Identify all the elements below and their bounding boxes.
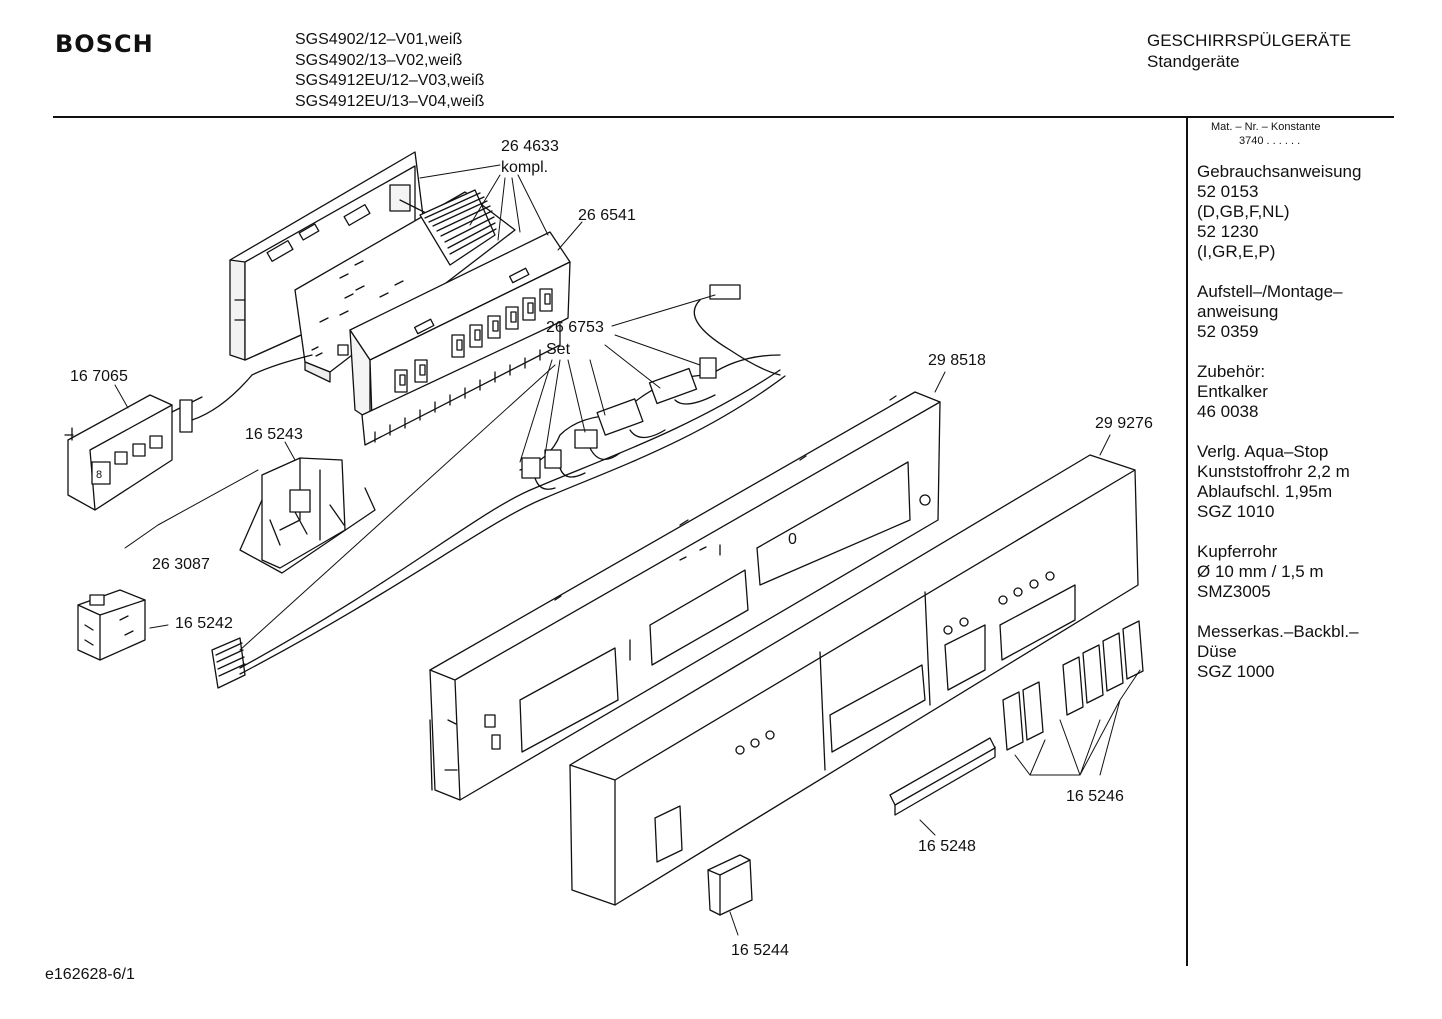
part-labels: 26 4633 kompl. 26 6541 26 6753 Set 16 70… [70,138,1153,959]
info-group-copper: Kupferrohr Ø 10 mm / 1,5 m SMZ3005 [1197,542,1361,602]
header-divider [53,116,1394,118]
info-group-nozzle: Messerkas.–Backbl.– Düse SGZ 1000 [1197,622,1361,682]
info-line: Ablaufschl. 1,95m [1197,482,1333,501]
info-line: Kunststoffrohr 2,2 m [1197,462,1350,481]
matnr-value: 3740 . . . . . . [1239,135,1301,147]
info-group-manual: Gebrauchsanweisung 52 0153 (D,GB,F,NL) 5… [1197,162,1361,262]
part-label-264633: 26 4633 [501,138,559,155]
category-subtitle: Standgeräte [1147,52,1240,71]
info-line: Messerkas.–Backbl.– [1197,622,1359,641]
info-line: 52 0359 [1197,322,1259,341]
switch-module [349,231,571,446]
control-pcb [294,189,516,383]
info-line: Entkalker [1197,382,1268,401]
relay-component [77,589,146,661]
info-group-installation: Aufstell–/Montage– anweisung 52 0359 [1197,282,1361,342]
info-line: Aufstell–/Montage– [1197,282,1343,301]
brand-logo: BOSCH [55,30,154,58]
info-line: (I,GR,E,P) [1197,242,1276,261]
rear-housing-bracket [229,151,441,361]
part-label-165246: 16 5246 [1066,788,1124,805]
info-line: Düse [1197,642,1237,661]
info-line: anweisung [1197,302,1279,321]
button-set [1002,620,1144,751]
info-line: SMZ3005 [1197,582,1271,601]
category-title: GESCHIRRSPÜLGERÄTE [1147,31,1352,50]
inner-panel-frame: 0 [429,391,941,801]
cable-harness [239,284,786,675]
display-module: 8 [64,354,313,511]
info-group-aquastop: Verlg. Aqua–Stop Kunststoffrohr 2,2 m Ab… [1197,442,1361,522]
model-list: SGS4902/12–V01,weiß SGS4902/13–V02,weiß … [295,30,484,112]
info-line: Verlg. Aqua–Stop [1197,442,1329,461]
model-line: SGS4912EU/12–V03,weiß [295,72,485,89]
category-block: GESCHIRRSPÜLGERÄTE Standgeräte [1147,30,1351,72]
leader-lines [114,164,1141,936]
info-line: Kupferrohr [1197,542,1278,561]
info-line: Zubehör: [1197,362,1266,381]
info-group-accessory: Zubehör: Entkalker 46 0038 [1197,362,1361,422]
exploded-diagram: 8 [64,138,1153,959]
model-line: SGS4902/13–V02,weiß [295,51,463,69]
info-line: 52 1230 [1197,222,1259,241]
part-label-165244: 16 5244 [731,942,789,959]
panel-mark: 0 [788,531,797,548]
part-label-167065: 16 7065 [70,368,128,385]
info-line: 46 0038 [1197,402,1259,421]
outer-fascia [569,454,1139,906]
model-line: SGS4912EU/13–V04,weiß [295,92,485,110]
part-label-165243: 16 5243 [245,426,303,443]
cover-cap [707,854,753,916]
model-line: SGS4902/12–V01,weiß [295,31,463,48]
part-label-263087: 26 3087 [152,556,210,573]
info-line: Ø 10 mm / 1,5 m [1197,562,1324,581]
sidebar-info: Gebrauchsanweisung 52 0153 (D,GB,F,NL) 5… [1197,162,1361,702]
svg-text:8: 8 [96,469,102,481]
info-line: 52 0153 [1197,182,1259,201]
material-number: Mat. – Nr. – Konstante 3740 . . . . . . [1211,120,1320,148]
part-label-298518: 29 8518 [928,352,986,369]
info-line: Gebrauchsanweisung [1197,162,1362,181]
part-label-266753: 26 6753 [546,319,604,336]
info-line: SGZ 1000 [1197,662,1275,681]
part-label-165242: 16 5242 [175,615,233,632]
part-label-165248: 16 5248 [918,838,976,855]
part-label-266541: 26 6541 [578,207,636,224]
matnr-label: Mat. – Nr. – Konstante [1211,121,1321,133]
connector-end [211,637,246,689]
light-strip [889,737,996,816]
part-label-266753-note: Set [546,341,571,358]
sidebar-divider [1186,118,1188,966]
mounting-bracket [239,457,376,574]
part-label-264633-note: kompl. [501,159,548,176]
document-reference: e162628-6/1 [45,966,135,983]
info-line: (D,GB,F,NL) [1197,202,1290,221]
part-label-299276: 29 9276 [1095,415,1153,432]
info-line: SGZ 1010 [1197,502,1275,521]
